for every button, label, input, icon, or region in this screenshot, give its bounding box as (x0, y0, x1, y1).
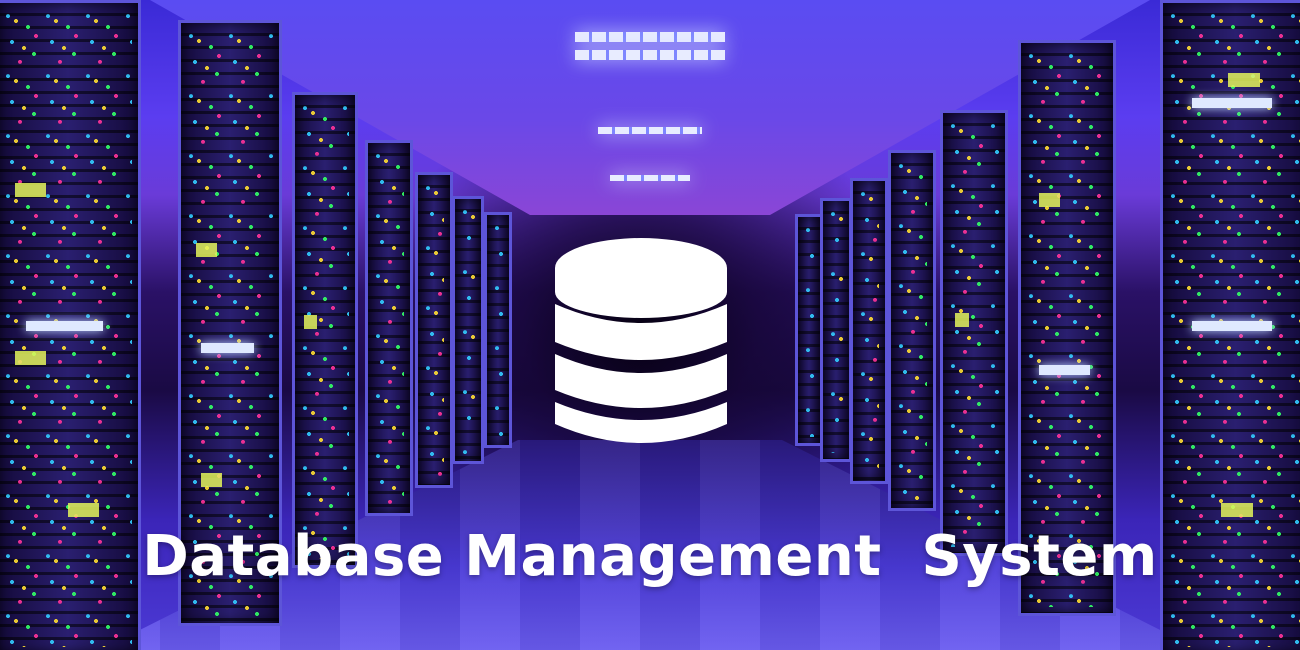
server-rack (940, 110, 1008, 556)
server-rack (820, 198, 852, 462)
server-rack (888, 150, 936, 511)
ceiling-light (610, 175, 690, 181)
server-rack (415, 172, 453, 488)
ceiling-light (598, 127, 702, 134)
ceiling-light (575, 50, 725, 60)
server-rack (365, 140, 413, 516)
server-rack (1018, 40, 1116, 616)
server-rack (178, 20, 282, 626)
ceiling-light (575, 32, 725, 42)
server-rack (292, 92, 358, 568)
database-icon (555, 238, 727, 443)
server-rack (0, 0, 141, 650)
banner-title: Database Management System (142, 524, 1158, 589)
server-rack (452, 196, 484, 464)
server-rack (1160, 0, 1300, 650)
server-rack (484, 212, 512, 448)
server-rack (850, 178, 888, 484)
server-rack (795, 214, 823, 446)
